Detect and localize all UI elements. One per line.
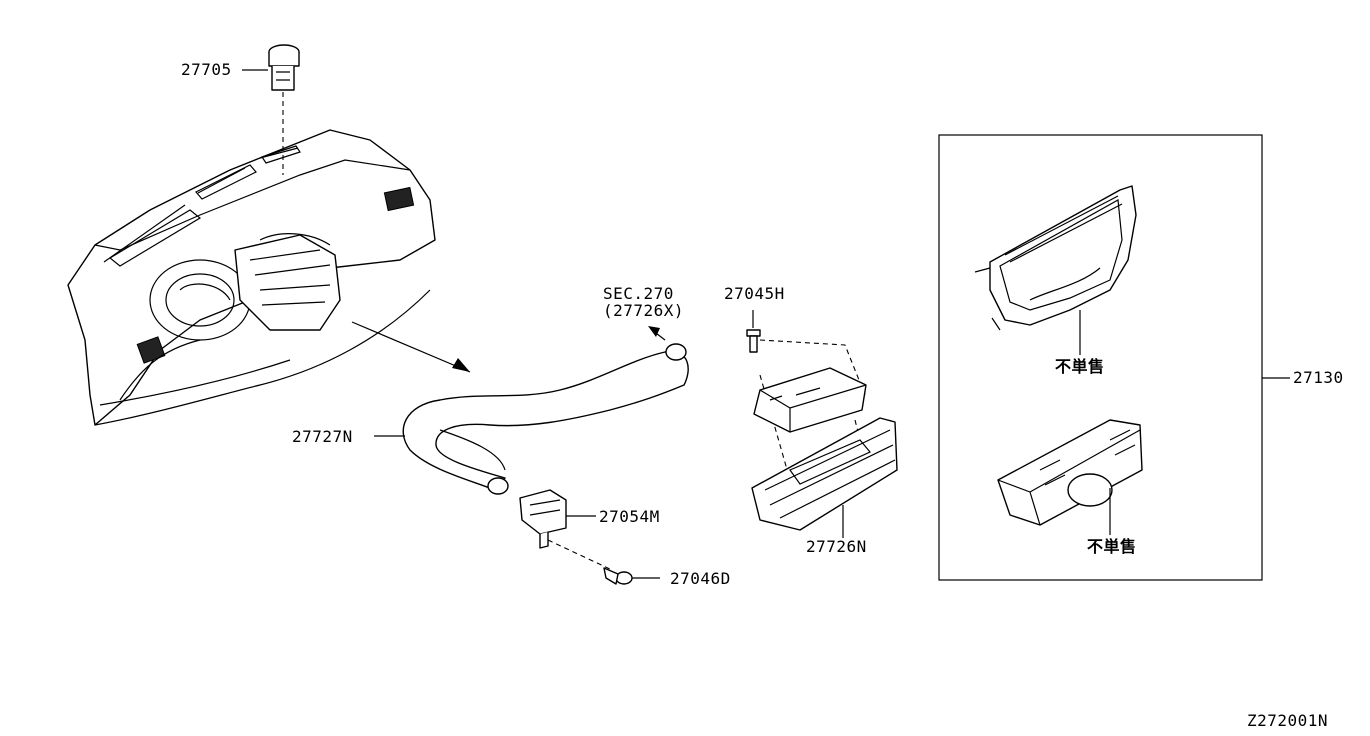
label-27726n: 27726N: [806, 537, 867, 556]
label-27046d: 27046D: [670, 569, 731, 588]
label-not-sold-separately-2: 不単售: [1087, 537, 1137, 556]
aspirator-hose-drawing: [374, 326, 689, 495]
drawing-id: Z272001N: [1247, 711, 1329, 730]
instrument-panel-drawing: [67, 129, 436, 426]
label-27726x: (27726X): [603, 301, 685, 320]
sensor-27705-drawing: [242, 44, 300, 175]
label-27705: 27705: [181, 60, 232, 79]
sensor-27054m-drawing: [519, 489, 613, 571]
controller-drawing: [997, 419, 1143, 535]
label-27045h: 27045H: [724, 284, 785, 303]
control-unit-drawing: [751, 367, 898, 538]
screw-27046d-drawing: [603, 567, 660, 585]
bezel-drawing: [974, 185, 1137, 355]
label-27130: 27130: [1293, 368, 1344, 387]
label-not-sold-separately-1: 不単售: [1055, 357, 1105, 376]
label-sec-270: SEC.270: [603, 284, 674, 303]
label-27054m: 27054M: [599, 507, 660, 526]
label-27727n: 27727N: [292, 427, 353, 446]
